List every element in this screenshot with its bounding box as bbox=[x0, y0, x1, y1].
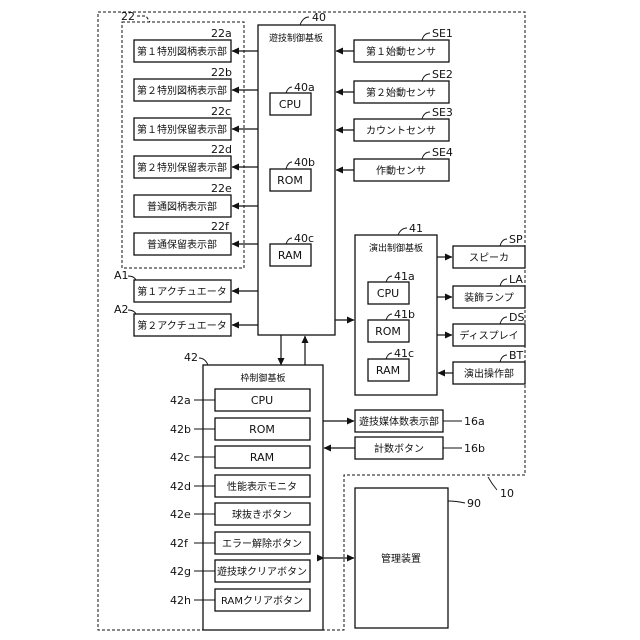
box-ds-text: ディスプレイ bbox=[459, 329, 518, 342]
leader-bt bbox=[500, 355, 507, 362]
label-42a: 42a bbox=[170, 394, 191, 407]
rom-40b-text: ROM bbox=[277, 174, 303, 187]
box-se4-text: 作動センサ bbox=[376, 164, 426, 177]
box-42d-text: 性能表示モニタ bbox=[227, 480, 297, 493]
label-10: 10 bbox=[500, 487, 514, 500]
label-se1: SE1 bbox=[432, 27, 453, 40]
label-42c: 42c bbox=[170, 451, 190, 464]
box-22f-text: 普通保留表示部 bbox=[147, 238, 217, 251]
box-16b-text: 計数ボタン bbox=[374, 442, 424, 455]
label-sp: SP bbox=[509, 233, 523, 246]
label-se4: SE4 bbox=[432, 146, 453, 159]
label-42h: 42h bbox=[170, 594, 191, 607]
label-41a: 41a bbox=[394, 270, 415, 283]
box-42f-text: エラー解除ボタン bbox=[222, 537, 302, 550]
leader-ds bbox=[500, 317, 507, 324]
box-se1-text: 第１始動センサ bbox=[366, 45, 436, 58]
leader-la bbox=[500, 279, 507, 286]
box-se3-text: カウントセンサ bbox=[366, 125, 436, 137]
leader-40 bbox=[300, 17, 309, 25]
box-a1-text: 第１アクチュエータ bbox=[137, 285, 227, 298]
box-mgmt-text: 管理装置 bbox=[381, 552, 421, 565]
box-42h-text: RAMクリアボタン bbox=[221, 595, 303, 607]
leader-42 bbox=[199, 358, 208, 365]
leader-se2 bbox=[422, 74, 430, 81]
box-la-text: 装飾ランプ bbox=[464, 291, 514, 304]
box-22a-text: 第１特別図柄表示部 bbox=[137, 45, 227, 58]
label-16a: 16a bbox=[464, 415, 485, 428]
label-ds: DS bbox=[509, 311, 524, 324]
leader-10 bbox=[488, 477, 497, 490]
box-22b-text: 第２特別図柄表示部 bbox=[137, 84, 227, 97]
ram-40c-text: RAM bbox=[278, 249, 302, 262]
box-42g-text: 遊技球クリアボタン bbox=[217, 565, 307, 578]
box-16a-text: 遊技媒体数表示部 bbox=[359, 415, 439, 428]
box-a2-text: 第２アクチュエータ bbox=[137, 319, 227, 332]
label-16b: 16b bbox=[464, 442, 485, 455]
ram-41c-text: RAM bbox=[376, 364, 400, 377]
box-22d-text: 第２特別保留表示部 bbox=[137, 161, 227, 174]
leader-se4 bbox=[422, 152, 430, 159]
label-a2: A2 bbox=[114, 303, 129, 316]
cpu-40a-text: CPU bbox=[279, 98, 301, 111]
label-22f: 22f bbox=[211, 220, 230, 233]
label-40a: 40a bbox=[294, 81, 315, 94]
box-se2-text: 第２始動センサ bbox=[366, 86, 436, 99]
leader-se1 bbox=[422, 33, 430, 40]
label-a1: A1 bbox=[114, 269, 129, 282]
box-42a-text: CPU bbox=[251, 394, 273, 407]
label-22: 22 bbox=[121, 10, 135, 23]
label-40: 40 bbox=[312, 11, 326, 24]
label-90: 90 bbox=[467, 497, 481, 510]
label-42b: 42b bbox=[170, 423, 191, 436]
label-42d: 42d bbox=[170, 480, 191, 493]
leader-se3 bbox=[422, 112, 430, 119]
frame-board-title: 枠制御基板 bbox=[240, 372, 285, 384]
label-22c: 22c bbox=[211, 105, 231, 118]
rom-41b-text: ROM bbox=[375, 325, 401, 338]
label-se3: SE3 bbox=[432, 106, 453, 119]
label-42e: 42e bbox=[170, 508, 191, 521]
label-se2: SE2 bbox=[432, 68, 453, 81]
label-22d: 22d bbox=[211, 143, 232, 156]
leader-sp bbox=[500, 239, 507, 246]
label-22b: 22b bbox=[211, 66, 232, 79]
box-22e-text: 普通図柄表示部 bbox=[147, 200, 217, 213]
label-22e: 22e bbox=[211, 182, 232, 195]
box-42b-text: ROM bbox=[249, 423, 275, 436]
cpu-41a-text: CPU bbox=[377, 287, 399, 300]
box-22c-text: 第１特別保留表示部 bbox=[137, 123, 227, 136]
leader-90 bbox=[448, 501, 465, 503]
label-41c: 41c bbox=[394, 347, 414, 360]
label-42f: 42f bbox=[170, 537, 189, 550]
label-41b: 41b bbox=[394, 308, 415, 321]
box-42c-text: RAM bbox=[250, 451, 274, 464]
label-42g: 42g bbox=[170, 565, 191, 578]
leader-22 bbox=[137, 16, 150, 22]
main-board-title: 遊技制御基板 bbox=[269, 32, 323, 44]
label-40c: 40c bbox=[294, 232, 314, 245]
label-bt: BT bbox=[509, 349, 524, 362]
box-sp-text: スピーカ bbox=[469, 252, 509, 264]
box-42e-text: 球抜きボタン bbox=[232, 508, 292, 521]
label-la: LA bbox=[509, 273, 523, 286]
leader-41 bbox=[398, 228, 407, 235]
label-41: 41 bbox=[409, 222, 423, 235]
label-42: 42 bbox=[184, 351, 198, 364]
box-bt-text: 演出操作部 bbox=[464, 367, 514, 380]
label-22a: 22a bbox=[211, 27, 232, 40]
label-40b: 40b bbox=[294, 156, 315, 169]
prod-board-title: 演出制御基板 bbox=[369, 242, 423, 254]
